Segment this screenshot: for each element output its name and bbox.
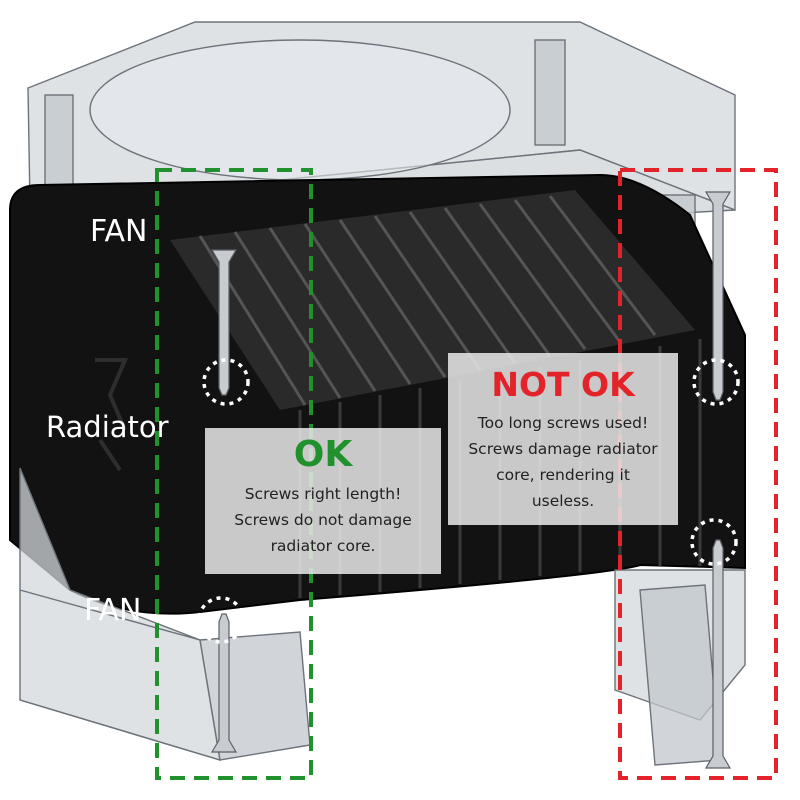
not-ok-callout: NOT OK Too long screws used! Screws dama… <box>448 353 678 525</box>
highlight-circle <box>692 358 740 406</box>
ok-description: Screws right length! Screws do not damag… <box>205 481 441 559</box>
fan-bottom-label: FAN <box>84 593 142 628</box>
screws-ok <box>210 249 238 753</box>
ok-callout: OK Screws right length! Screws do not da… <box>205 428 441 574</box>
highlight-circle <box>197 596 245 644</box>
highlight-circle <box>202 358 250 406</box>
not-ok-line: core, rendering it <box>496 466 630 484</box>
ok-line: radiator core. <box>270 537 376 555</box>
not-ok-description: Too long screws used! Screws damage radi… <box>448 410 678 514</box>
screws-not-ok <box>704 191 732 769</box>
highlight-circle <box>690 518 738 566</box>
not-ok-line: Screws damage radiator <box>468 440 658 458</box>
ok-title: OK <box>293 434 353 475</box>
not-ok-title: NOT OK <box>491 365 635 404</box>
ok-line: Screws right length! <box>244 485 402 503</box>
ok-line: Screws do not damage <box>234 511 412 529</box>
not-ok-line: useless. <box>531 492 595 510</box>
screw-tip-highlights <box>197 358 740 644</box>
fan-top-label: FAN <box>90 214 148 249</box>
not-ok-line: Too long screws used! <box>477 414 649 432</box>
radiator-label: Radiator <box>46 410 169 444</box>
